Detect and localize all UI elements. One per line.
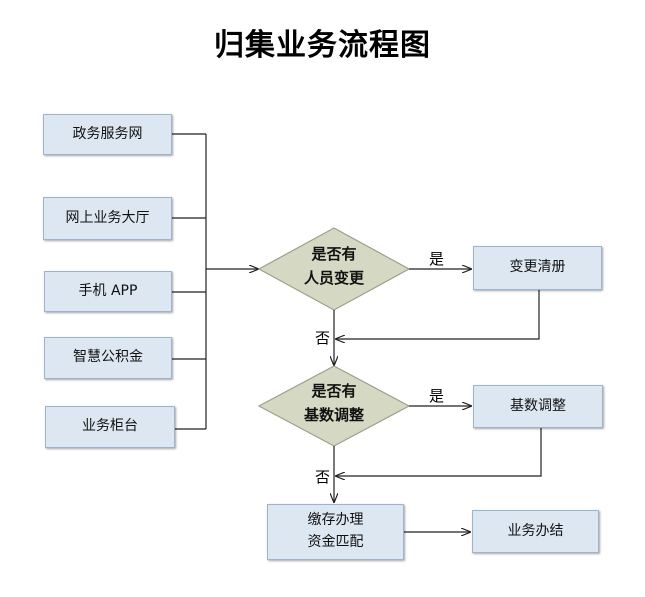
source-box-smart-fund: 智慧公积金	[44, 337, 172, 379]
decision1-no-label: 否	[315, 329, 331, 347]
decision1-label: 是否有 人员变更	[303, 245, 364, 287]
decision2-label: 是否有 基数调整	[303, 382, 364, 424]
decision1-yes-label: 是	[429, 250, 445, 268]
action-box-base-adjust: 基数调整	[473, 385, 603, 428]
end-box-business-complete: 业务办结	[472, 510, 599, 553]
decision2-no-label: 否	[315, 468, 331, 486]
action2-label: 基数调整	[510, 397, 566, 414]
source-label: 政务服务网	[72, 125, 143, 142]
action-box-change-list: 变更清册	[473, 246, 602, 290]
line-action1-return	[336, 290, 540, 339]
source-box-gov-service-net: 政务服务网	[43, 114, 172, 155]
end-label: 业务办结	[507, 522, 564, 539]
source-collector-lines	[172, 133, 207, 430]
line-action2-return	[336, 428, 542, 476]
source-box-mobile-app: 手机 APP	[44, 271, 172, 312]
decision2-yes-label: 是	[429, 387, 445, 405]
source-box-counter: 业务柜台	[45, 406, 175, 448]
source-label: 智慧公积金	[73, 349, 143, 366]
diagram-title: 归集业务流程图	[214, 28, 431, 63]
process-label: 缴存办理 资金匹配	[307, 512, 364, 550]
process-box-payment-matching: 缴存办理 资金匹配	[267, 504, 404, 560]
source-label: 业务柜台	[82, 418, 138, 435]
action1-label: 变更清册	[509, 259, 566, 276]
source-label: 网上业务大厅	[65, 209, 150, 226]
source-box-online-hall: 网上业务大厅	[43, 197, 172, 240]
source-label: 手机 APP	[78, 282, 138, 299]
